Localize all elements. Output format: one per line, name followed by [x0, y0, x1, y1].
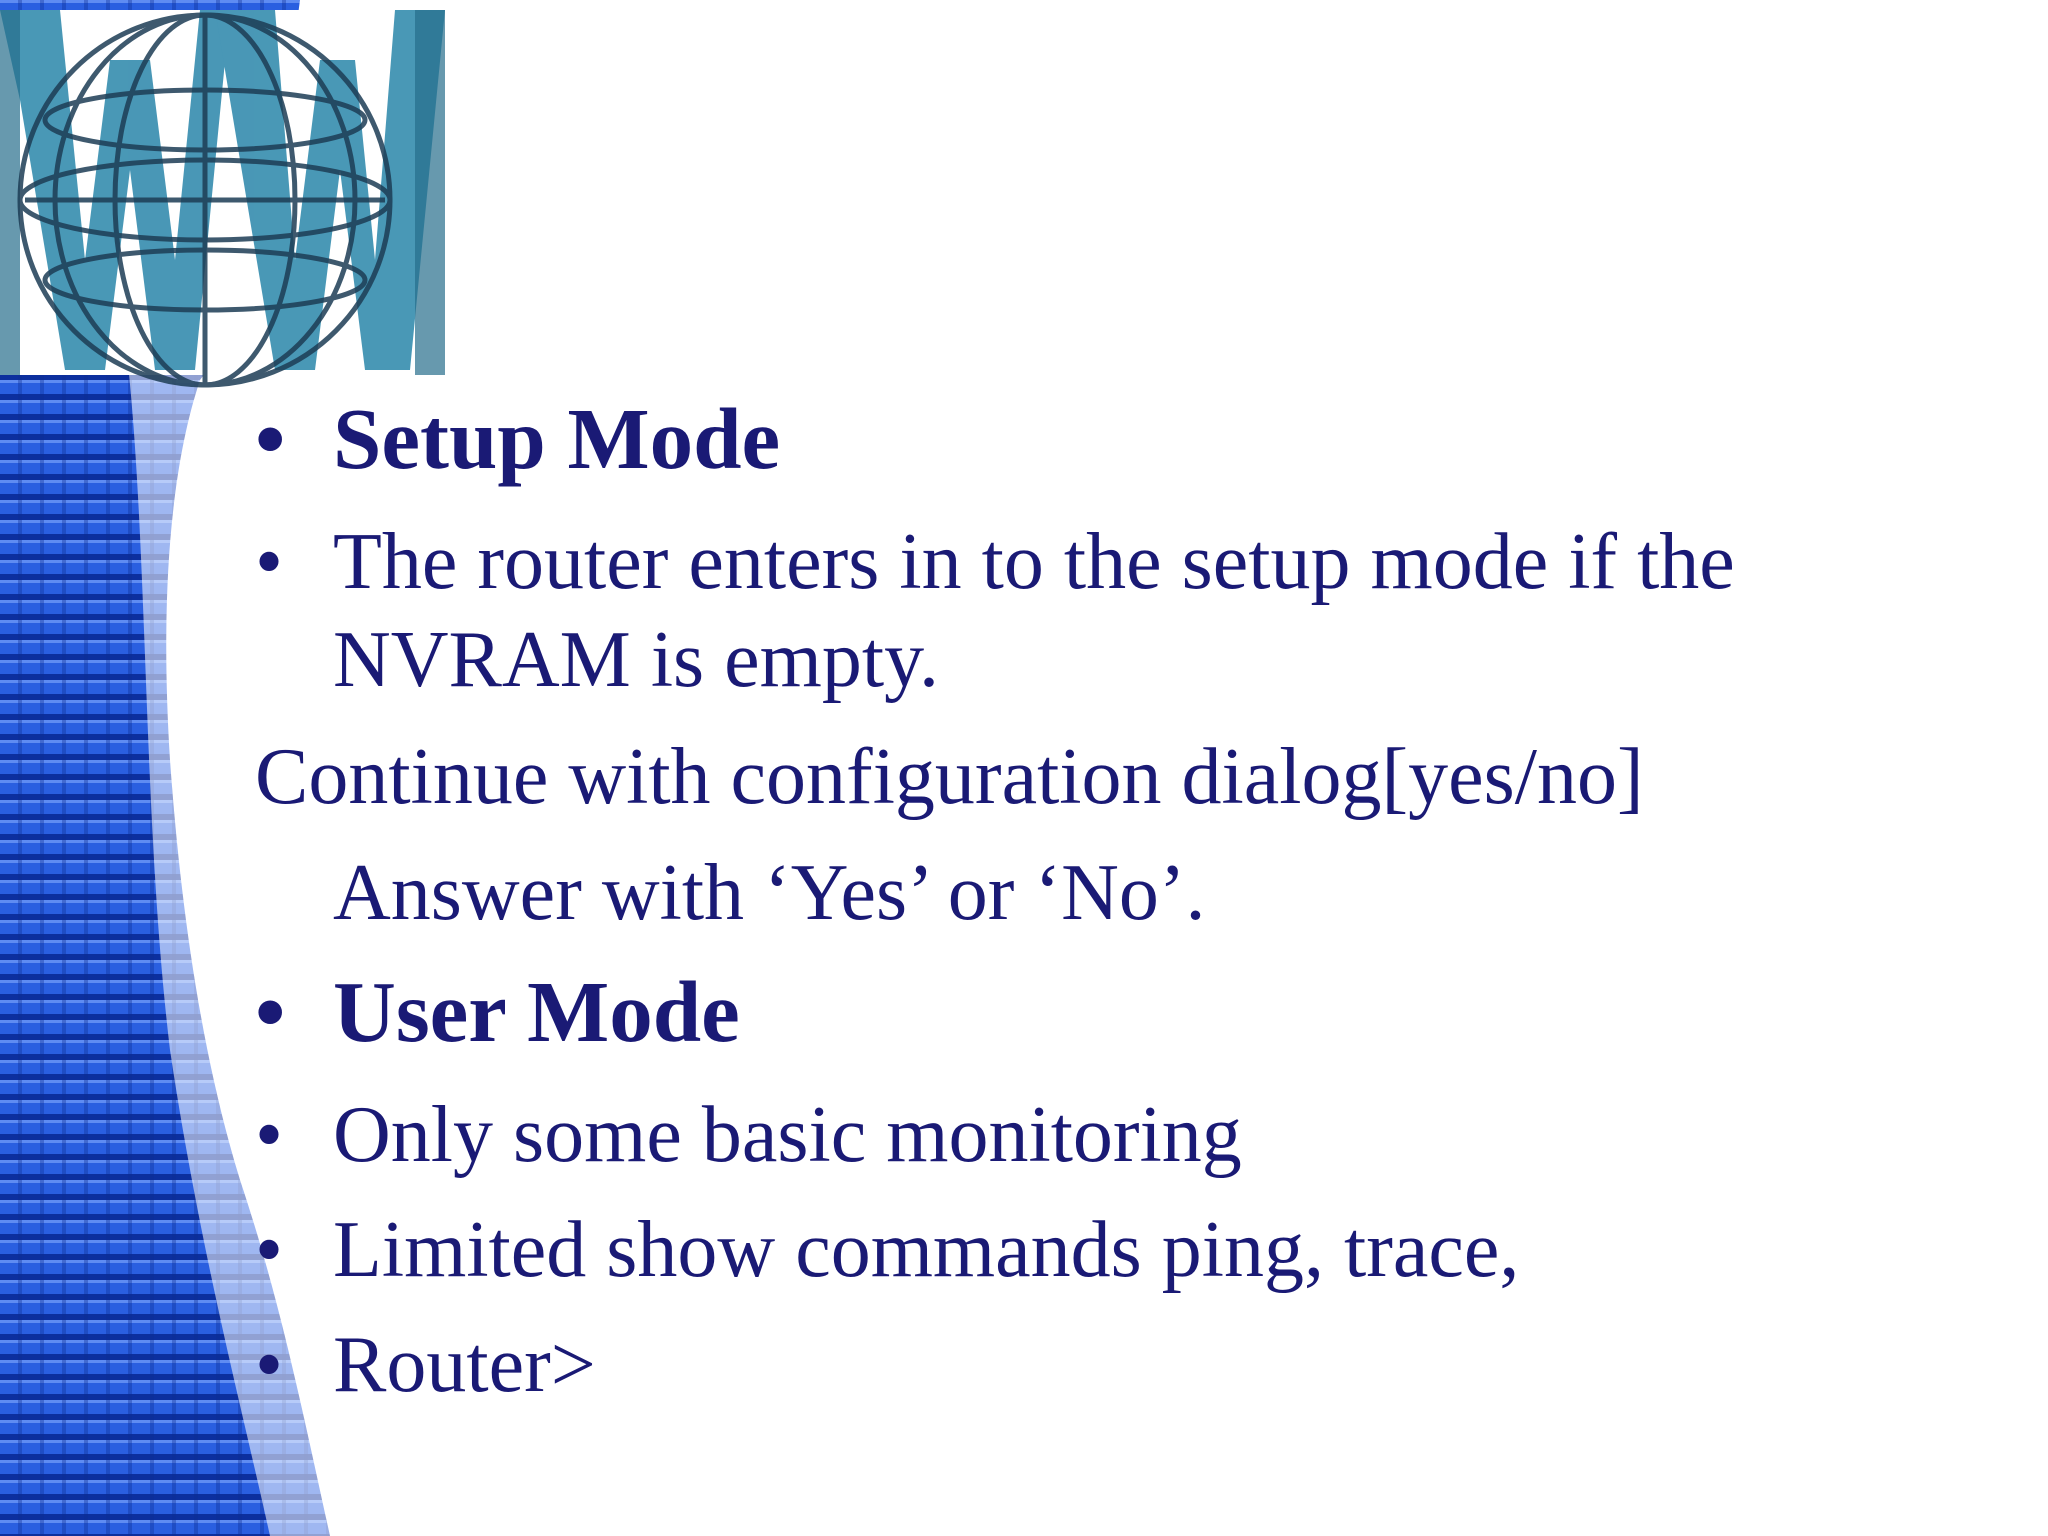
- bullet: •: [255, 963, 286, 1060]
- decorative-band: [0, 0, 520, 1536]
- body-text: Limited show commands ping, trace,: [333, 1206, 1520, 1294]
- body-text: Answer with ‘Yes’ or ‘No’.: [333, 849, 1206, 937]
- bullet: •: [255, 1206, 284, 1294]
- body-text: Router>: [333, 1321, 596, 1409]
- bullet: •: [255, 1091, 284, 1179]
- bullet: •: [255, 518, 284, 606]
- band-graphic: [0, 0, 445, 1536]
- heading-user-mode: User Mode: [333, 963, 740, 1060]
- bullet: •: [255, 390, 286, 487]
- body-text: NVRAM is empty.: [333, 616, 939, 704]
- body-text: Only some basic monitoring: [333, 1091, 1242, 1179]
- bullet: •: [255, 1321, 284, 1409]
- body-text: Continue with configuration dialog[yes/n…: [255, 733, 1644, 821]
- body-text: The router enters in to the setup mode i…: [333, 518, 1735, 606]
- heading-setup-mode: Setup Mode: [333, 390, 781, 487]
- www-globe-logo: [0, 10, 445, 388]
